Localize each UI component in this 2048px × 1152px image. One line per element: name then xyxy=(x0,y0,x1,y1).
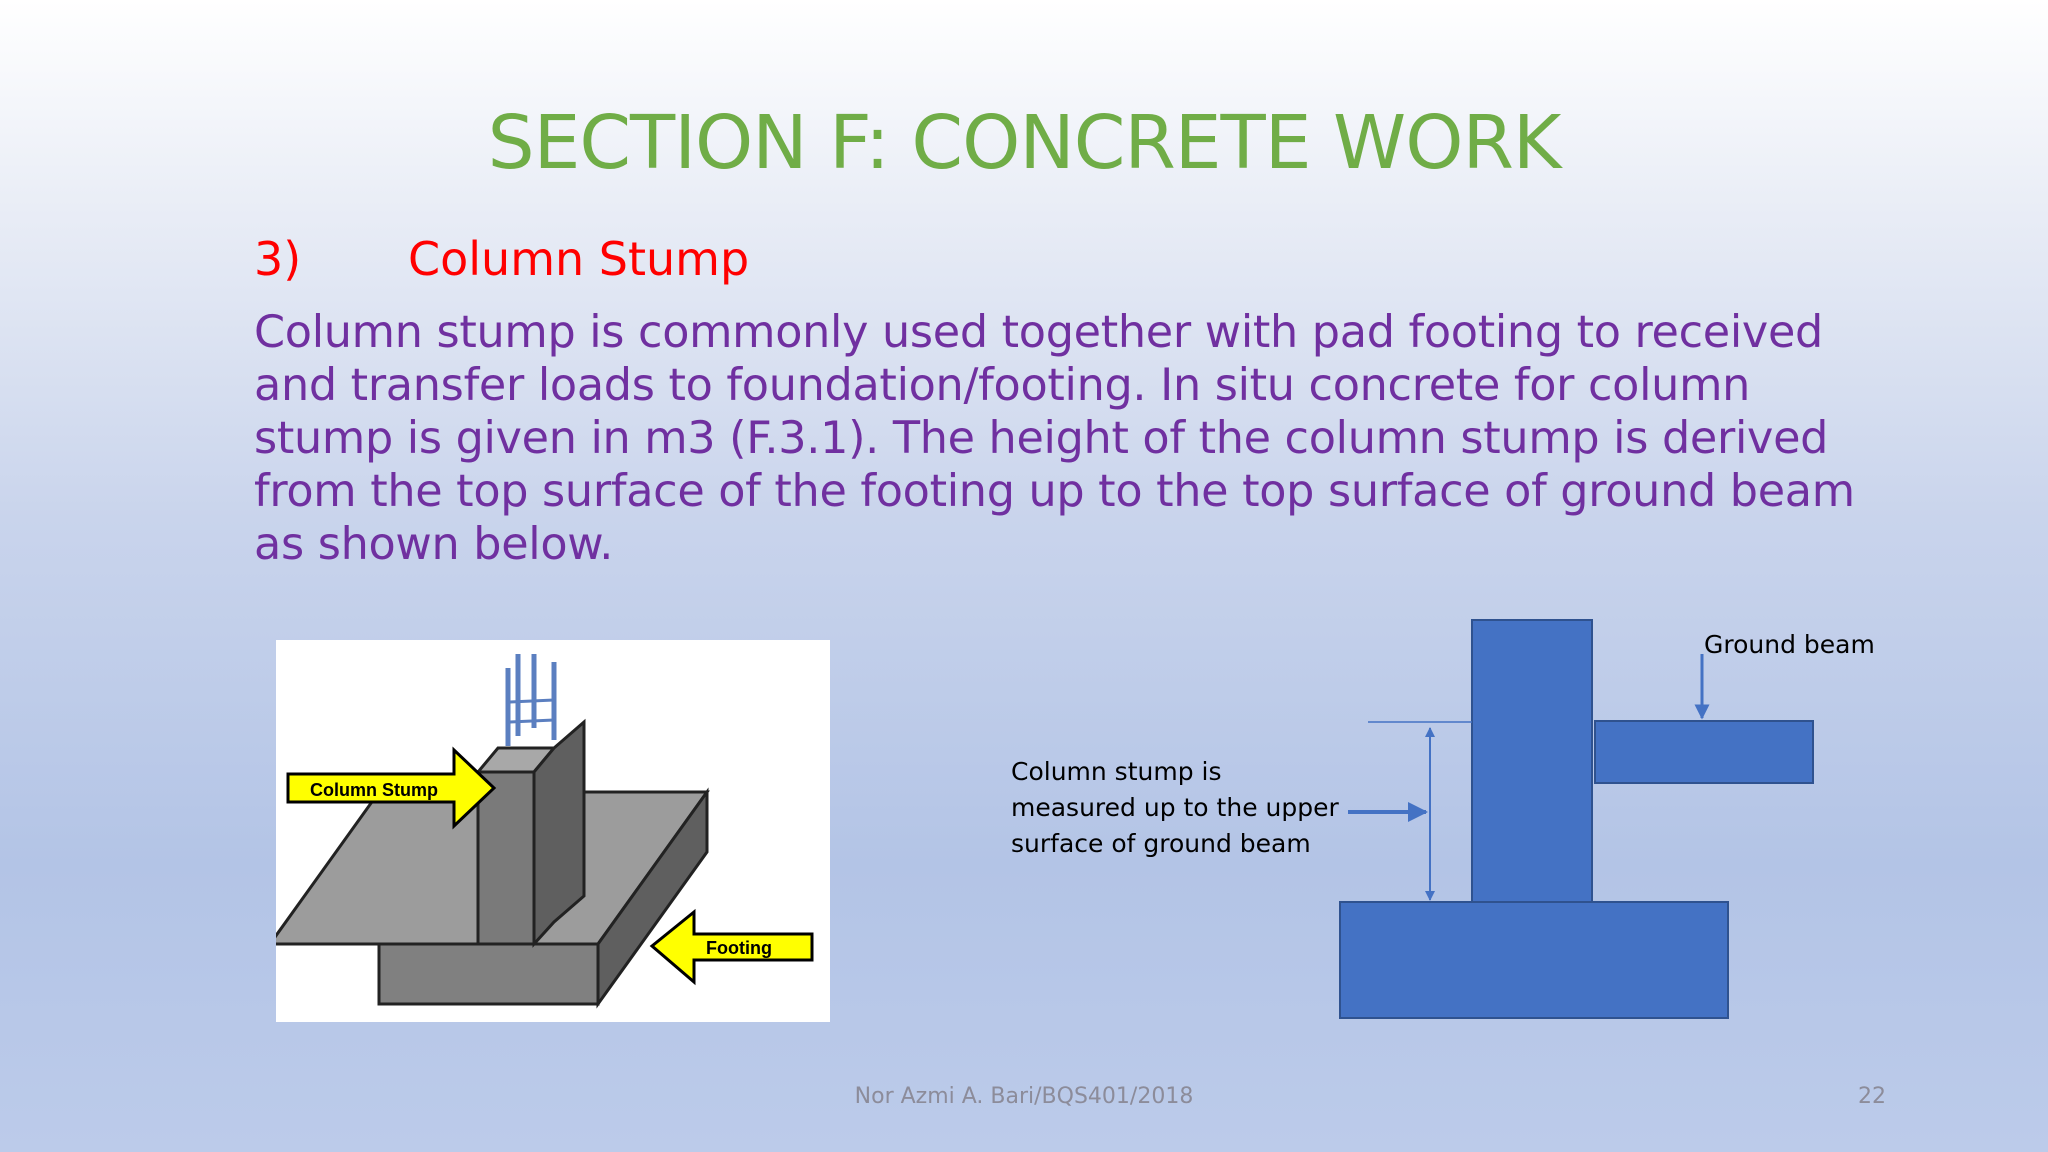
rebar-starters xyxy=(505,654,557,746)
footing-arrow xyxy=(649,908,814,986)
column-stump-illustration: Column Stump Footing xyxy=(276,640,830,1022)
ground-beam-shape xyxy=(1594,720,1814,784)
stump-front-face xyxy=(476,770,536,946)
footing-side-face xyxy=(596,787,709,1009)
footing-front-face xyxy=(377,942,600,1006)
footer-text: Nor Azmi A. Bari/BQS401/2018 xyxy=(854,1084,1194,1109)
subheading-text: Column Stump xyxy=(408,232,750,286)
stump-side-face xyxy=(532,718,586,948)
slide-title: SECTION F: CONCRETE WORK xyxy=(487,100,1562,186)
page-number: 22 xyxy=(1858,1084,1886,1109)
column-stump-shape xyxy=(1471,619,1593,903)
footing-label: Footing xyxy=(706,938,772,958)
subheading: 3) Column Stump xyxy=(254,232,749,286)
measurement-note: Column stump is measured up to the upper… xyxy=(1011,757,1339,858)
section-diagram xyxy=(990,600,1830,1034)
pad-footing-shape xyxy=(1339,901,1729,1019)
column-stump-arrow xyxy=(286,746,497,830)
ground-beam-label: Ground beam xyxy=(1704,630,1875,659)
subheading-number: 3) xyxy=(254,232,302,286)
column-stump-label: Column Stump xyxy=(310,780,438,800)
body-paragraph: Column stump is commonly used together w… xyxy=(254,307,1855,570)
